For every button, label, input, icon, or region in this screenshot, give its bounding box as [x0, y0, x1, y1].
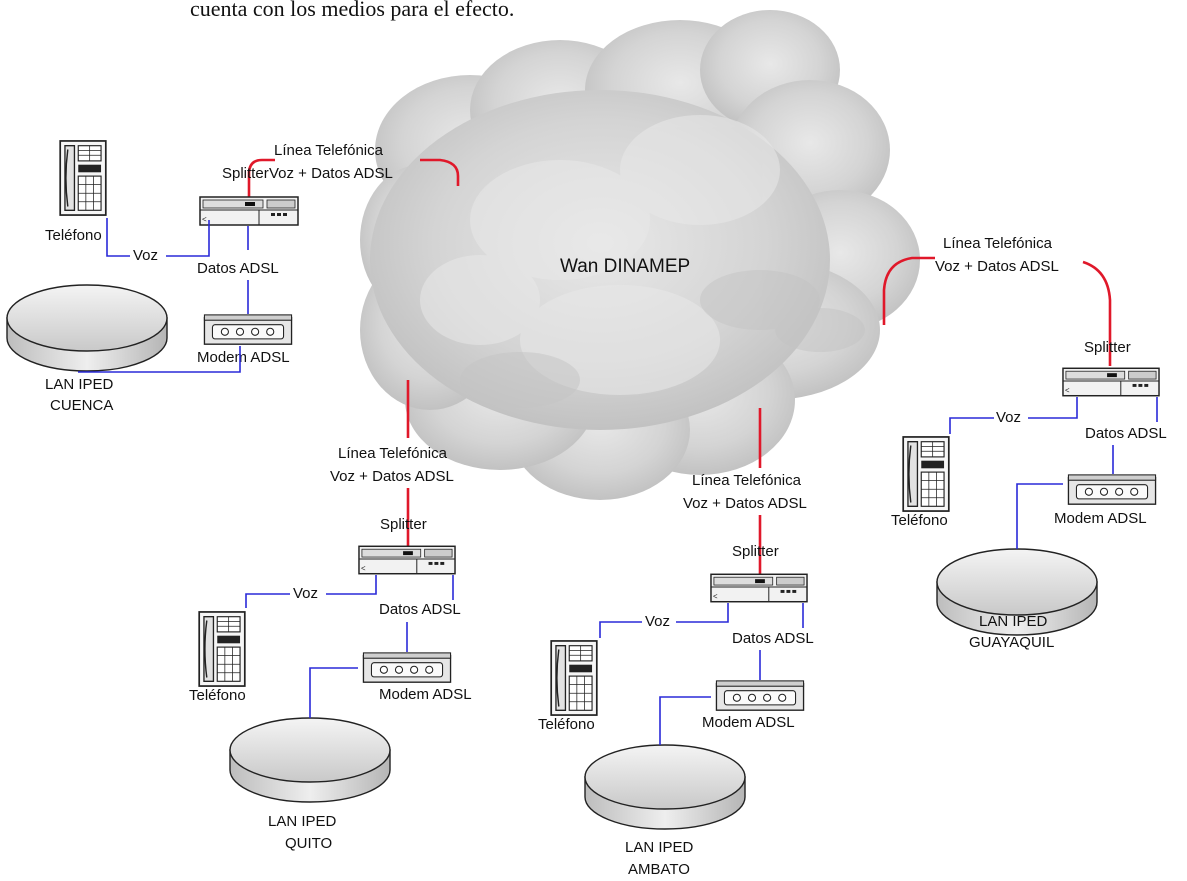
site-ambato: Línea Telefónica Voz + Datos ADSL Splitt…	[538, 408, 814, 878]
quito-voice-label: Voz	[293, 585, 318, 602]
quito-lan-label-2: QUITO	[285, 835, 332, 852]
cuenca-line-label-2: Voz + Datos ADSL	[269, 165, 393, 182]
site-guayaquil: Línea Telefónica Voz + Datos ADSL Splitt…	[882, 235, 1167, 651]
quito-line-label-2: Voz + Datos ADSL	[330, 468, 454, 485]
ambato-line-label-1: Línea Telefónica	[692, 472, 802, 489]
cuenca-voice-label: Voz	[133, 247, 158, 264]
ambato-modem-label: Modem ADSL	[702, 714, 795, 731]
cuenca-lan-label-1: LAN IPED	[45, 376, 114, 393]
cuenca-phone-label: Teléfono	[45, 227, 102, 244]
guayaquil-line-label-2: Voz + Datos ADSL	[935, 258, 1059, 275]
site-cuenca: Línea Telefónica Splitter Voz + Datos AD…	[6, 140, 460, 414]
guayaquil-splitter-label: Splitter	[1084, 339, 1131, 356]
header-text-fragment: cuenta con los medios para el efecto.	[190, 0, 514, 21]
cuenca-lan-label-2: CUENCA	[50, 397, 113, 414]
site-quito: Línea Telefónica Voz + Datos ADSL Splitt…	[189, 380, 472, 852]
quito-lan-label-1: LAN IPED	[268, 813, 337, 830]
quito-phone-label: Teléfono	[189, 687, 246, 704]
guayaquil-phone-line-left	[882, 256, 935, 325]
guayaquil-modem-label: Modem ADSL	[1054, 510, 1147, 527]
ambato-lan-label-2: AMBATO	[628, 861, 690, 878]
cuenca-phone-line-right	[420, 158, 460, 186]
cuenca-line-label-1: Línea Telefónica	[274, 142, 384, 159]
guayaquil-line-label-1: Línea Telefónica	[943, 235, 1053, 252]
cuenca-phone-line-left	[247, 158, 275, 200]
ambato-phone-label: Teléfono	[538, 716, 595, 733]
ambato-lan-label-1: LAN IPED	[625, 839, 694, 856]
cuenca-splitter-icon	[199, 196, 299, 226]
ambato-telephone-icon	[550, 640, 598, 716]
quito-lan-disk	[229, 717, 391, 803]
cloud-label: Wan DINAMEP	[560, 256, 690, 277]
guayaquil-phone-line-right	[1082, 260, 1112, 366]
ambato-modem-icon	[715, 680, 805, 711]
quito-modem-label: Modem ADSL	[379, 686, 472, 703]
guayaquil-phone-label: Teléfono	[891, 512, 948, 529]
quito-data-label: Datos ADSL	[379, 601, 461, 618]
guayaquil-voice-label: Voz	[996, 409, 1021, 426]
quito-splitter-icon	[358, 545, 456, 575]
ambato-splitter-icon	[710, 573, 808, 603]
guayaquil-telephone-icon	[902, 436, 950, 512]
quito-modem-icon	[362, 652, 452, 683]
guayaquil-data-label: Datos ADSL	[1085, 425, 1167, 442]
guayaquil-lan-label-2: GUAYAQUIL	[969, 634, 1054, 651]
guayaquil-lan-disk	[936, 548, 1098, 636]
cuenca-splitter-label: Splitter	[222, 165, 269, 182]
cuenca-lan-disk	[6, 284, 168, 372]
cuenca-data-label: Datos ADSL	[197, 260, 279, 277]
cuenca-modem-label: Modem ADSL	[197, 349, 290, 366]
guayaquil-splitter-icon	[1062, 367, 1160, 397]
ambato-lan-disk	[584, 744, 746, 830]
quito-telephone-icon	[198, 611, 246, 687]
ambato-data-label: Datos ADSL	[732, 630, 814, 647]
cuenca-telephone-icon	[59, 140, 107, 216]
guayaquil-lan-label-1: LAN IPED	[979, 613, 1048, 630]
quito-line-label-1: Línea Telefónica	[338, 445, 448, 462]
guayaquil-modem-icon	[1067, 474, 1157, 505]
ambato-line-label-2: Voz + Datos ADSL	[683, 495, 807, 512]
cuenca-modem-icon	[203, 314, 293, 345]
quito-splitter-label: Splitter	[380, 516, 427, 533]
wan-cloud	[360, 10, 920, 500]
ambato-voice-label: Voz	[645, 613, 670, 630]
ambato-splitter-label: Splitter	[732, 543, 779, 560]
